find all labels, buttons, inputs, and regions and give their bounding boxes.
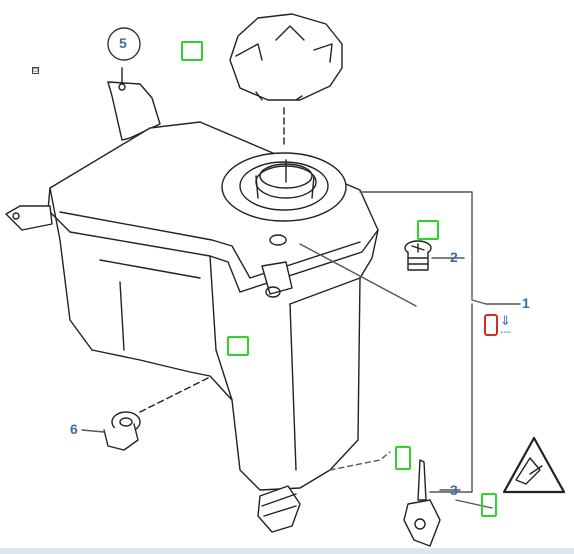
callout-5[interactable]: 5 (119, 35, 127, 51)
bottom-scrollbar[interactable] (0, 548, 574, 554)
callout-2[interactable]: 2 (450, 249, 458, 265)
scroll-down-link[interactable]: ⇓ --- (500, 314, 511, 338)
down-arrow-icon: ⇓ (500, 314, 511, 329)
expand-icon[interactable]: ⊡ (32, 67, 39, 74)
hotspot-sensor-clip[interactable] (481, 493, 497, 517)
hotspot-tank[interactable] (227, 336, 249, 356)
hotspot-selected[interactable] (484, 314, 498, 336)
hotspot-screw-plug[interactable] (417, 220, 439, 240)
callout-3[interactable]: 3 (450, 482, 458, 498)
down-link-dash: --- (500, 327, 511, 338)
hotspot-cap[interactable] (181, 41, 203, 61)
callout-6[interactable]: 6 (70, 421, 78, 437)
callout-1[interactable]: 1 (522, 295, 530, 311)
hotspot-sensor[interactable] (395, 446, 411, 470)
